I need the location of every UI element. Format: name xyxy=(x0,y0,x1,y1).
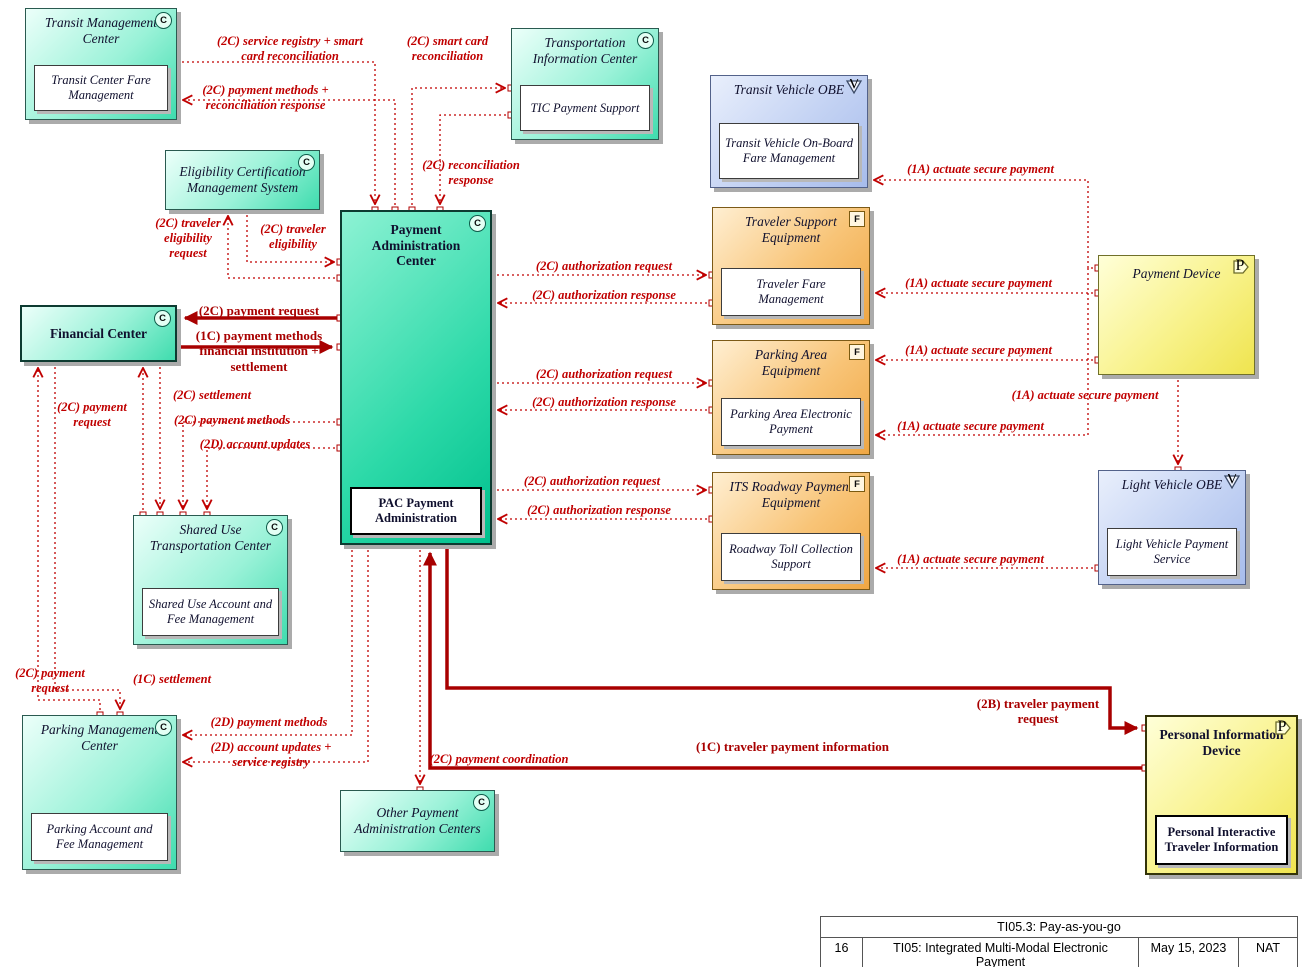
node-eligibility-certification-management-system: C Eligibility Certification Management S… xyxy=(165,150,320,210)
node-light-vehicle-obe: V Light Vehicle OBE Light Vehicle Paymen… xyxy=(1098,470,1246,585)
title-block: TI05.3: Pay-as-you-go 16 TI05: Integrate… xyxy=(820,916,1298,967)
svg-text:V: V xyxy=(848,79,860,93)
field-class-icon: F xyxy=(849,344,865,360)
flow-label-authorization-response-tse: (2C) authorization response xyxy=(532,288,676,302)
center-class-icon: C xyxy=(154,310,171,327)
node-title: Financial Center xyxy=(49,325,148,341)
svg-text:P: P xyxy=(1278,720,1287,735)
flow-label-actuate-secure-payment-transit-vehicle: (1A) actuate secure payment xyxy=(907,162,1054,176)
node-title: Traveler Support Equipment xyxy=(745,214,837,245)
node-parking-management-center: C Parking Management Center Parking Acco… xyxy=(22,715,177,870)
node-title: ITS Roadway Payment Equipment xyxy=(729,479,853,510)
flow-label-traveler-payment-request: (2B) traveler payment request xyxy=(976,696,1100,727)
device-class-icon: P xyxy=(1275,720,1291,735)
flow-label-payment-coordination: (2C) payment coordination xyxy=(429,752,569,766)
node-title: Personal Information Device xyxy=(1159,727,1284,758)
center-class-icon: C xyxy=(469,215,486,232)
functional-object: Personal Interactive Traveler Informatio… xyxy=(1155,815,1288,865)
flow-label-actuate-secure-payment-light-vehicle: (1A) actuate secure payment xyxy=(1011,388,1159,402)
flow-label-authorization-response-its: (2C) authorization response xyxy=(527,503,671,517)
center-class-icon: C xyxy=(155,719,172,736)
flow-label-account-updates-service-registry: (2D) account updates + service registry xyxy=(210,740,332,769)
diagram-date: May 15, 2023 xyxy=(1139,938,1239,967)
vehicle-class-icon: V xyxy=(1223,474,1241,490)
flow-label-service-registry: (2C) service registry + smart card recon… xyxy=(217,34,363,63)
functional-object: Roadway Toll Collection Support xyxy=(721,533,861,581)
node-title: Parking Management Center xyxy=(40,722,159,753)
center-class-icon: C xyxy=(298,154,315,171)
diagram-title: TI05.3: Pay-as-you-go xyxy=(821,917,1297,938)
vehicle-class-icon: V xyxy=(845,79,863,95)
functional-object: Transit Center Fare Management xyxy=(34,65,168,111)
node-other-payment-administration-centers: C Other Payment Administration Centers xyxy=(340,790,495,852)
field-class-icon: F xyxy=(849,211,865,227)
functional-object: TIC Payment Support xyxy=(520,85,650,131)
flow-label-authorization-request-tse: (2C) authorization request xyxy=(535,259,673,273)
node-payment-device: P Payment Device xyxy=(1098,255,1255,375)
flow-label-actuate-secure-payment-tse: (1A) actuate secure payment xyxy=(905,276,1052,290)
center-class-icon: C xyxy=(637,32,654,49)
node-its-roadway-payment-equipment: F ITS Roadway Payment Equipment Roadway … xyxy=(712,472,870,590)
flow-label-payment-methods-financial-institution: (1C) payment methods financial instituti… xyxy=(195,328,323,374)
node-financial-center: C Financial Center xyxy=(20,305,177,362)
center-class-icon: C xyxy=(155,12,172,29)
node-parking-area-equipment: F Parking Area Equipment Parking Area El… xyxy=(712,340,870,455)
flow-label-traveler-payment-information: (1C) traveler payment information xyxy=(696,739,889,754)
diagram-number: 16 xyxy=(821,938,863,967)
node-transit-vehicle-obe: V Transit Vehicle OBE Transit Vehicle On… xyxy=(710,75,868,188)
node-payment-administration-center: C Payment Administration Center PAC Paym… xyxy=(340,210,492,545)
node-title: Eligibility Certification Management Sys… xyxy=(179,164,306,195)
functional-object: Parking Account and Fee Management xyxy=(31,813,168,861)
flow-label-payment-methods-parking: (2D) payment methods xyxy=(210,715,328,729)
functional-object: PAC Payment Administration xyxy=(350,487,482,535)
center-class-icon: C xyxy=(473,794,490,811)
architecture-name: NAT xyxy=(1255,941,1281,955)
functional-object: Parking Area Electronic Payment xyxy=(721,398,861,446)
flow-label-settlement-shared-use: (2C) settlement xyxy=(172,388,252,402)
node-traveler-support-equipment: F Traveler Support Equipment Traveler Fa… xyxy=(712,207,870,325)
flow-label-actuate-secure-payment-its: (1A) actuate secure payment xyxy=(897,552,1044,566)
flow-label-smart-card-reconciliation: (2C) smart card reconciliation xyxy=(406,34,489,63)
flow-label-settlement-parking: (1C) settlement xyxy=(132,672,212,686)
flow-label-traveler-eligibility: (2C) traveler eligibility xyxy=(260,222,326,251)
flow-label-account-updates-shared-use: (2D) account updates xyxy=(199,437,311,451)
node-title: Payment Device xyxy=(1132,266,1221,281)
node-transit-management-center: C Transit Management Center Transit Cent… xyxy=(25,8,177,120)
flow-label-payment-request-shared-use: (2C) payment request xyxy=(57,400,127,429)
flow-label-actuate-secure-payment-pae: (1A) actuate secure payment xyxy=(905,343,1052,357)
field-class-icon: F xyxy=(849,476,865,492)
center-class-icon: C xyxy=(266,519,283,536)
flow-label-reconciliation-response: (2C) reconciliation response xyxy=(422,158,520,187)
flow-label-payment-methods-shared-use: (2C) payment methods xyxy=(174,413,290,427)
flow-label-payment-request-parking: (2C) payment request xyxy=(15,666,85,695)
flow-label-payment-methods-reconciliation: (2C) payment methods + reconciliation re… xyxy=(202,83,329,112)
device-class-icon: P xyxy=(1233,259,1249,274)
node-title: Payment Administration Center xyxy=(371,222,461,269)
node-title: Parking Area Equipment xyxy=(754,347,828,378)
flow-label-payment-request-financial: (2C) payment request xyxy=(198,303,320,318)
flow-label-authorization-response-pae: (2C) authorization response xyxy=(532,395,676,409)
node-title: Other Payment Administration Centers xyxy=(354,805,481,836)
node-title: Transportation Information Center xyxy=(532,35,638,66)
flow-label-authorization-request-its: (2C) authorization request xyxy=(523,474,661,488)
node-title: Shared Use Transportation Center xyxy=(149,522,272,553)
node-title: Transit Management Center xyxy=(44,15,158,46)
svg-text:P: P xyxy=(1236,259,1245,274)
svg-text:V: V xyxy=(1226,474,1238,488)
functional-object: Shared Use Account and Fee Management xyxy=(142,588,279,636)
node-shared-use-transportation-center: C Shared Use Transportation Center Share… xyxy=(133,515,288,645)
functional-object: Light Vehicle Payment Service xyxy=(1107,528,1237,576)
node-transportation-information-center: C Transportation Information Center TIC … xyxy=(511,28,659,140)
service-package-name: TI05: Integrated Multi-Modal Electronic … xyxy=(863,938,1139,967)
flow-label-actuate-secure-payment-pae2: (1A) actuate secure payment xyxy=(897,419,1044,433)
functional-object: Transit Vehicle On-Board Fare Management xyxy=(719,123,859,179)
node-title: Light Vehicle OBE xyxy=(1121,477,1223,492)
node-personal-information-device: P Personal Information Device Personal I… xyxy=(1145,715,1298,875)
functional-object: Traveler Fare Management xyxy=(721,268,861,316)
flow-label-authorization-request-pae: (2C) authorization request xyxy=(535,367,673,381)
node-title: Transit Vehicle OBE xyxy=(733,82,845,97)
flow-label-traveler-eligibility-request: (2C) traveler eligibility request xyxy=(155,216,221,260)
